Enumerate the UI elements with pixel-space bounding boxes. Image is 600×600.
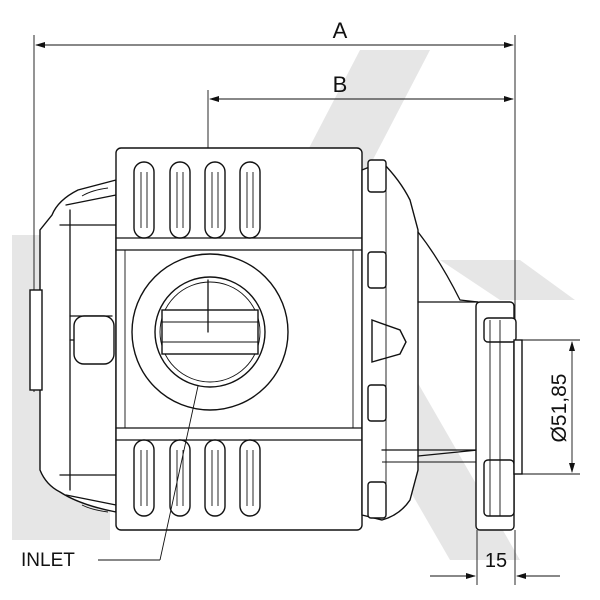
dimension-thickness: 15 <box>430 530 560 585</box>
dimension-a: A <box>33 18 516 392</box>
inlet-callout: INLET <box>21 385 199 571</box>
inlet-label: INLET <box>21 550 75 571</box>
top-ribs <box>133 161 261 239</box>
dimension-diameter: Ø51,85 <box>522 339 580 475</box>
dimension-diameter-label: Ø51,85 <box>548 374 571 443</box>
dimension-thickness-label: 15 <box>485 550 507 572</box>
front-flange <box>361 159 523 531</box>
dimension-a-label: A <box>333 18 348 43</box>
bottom-ribs <box>133 439 261 517</box>
dimension-b-label: B <box>333 72 348 97</box>
inlet-port <box>131 253 289 411</box>
rear-cover <box>29 179 117 513</box>
